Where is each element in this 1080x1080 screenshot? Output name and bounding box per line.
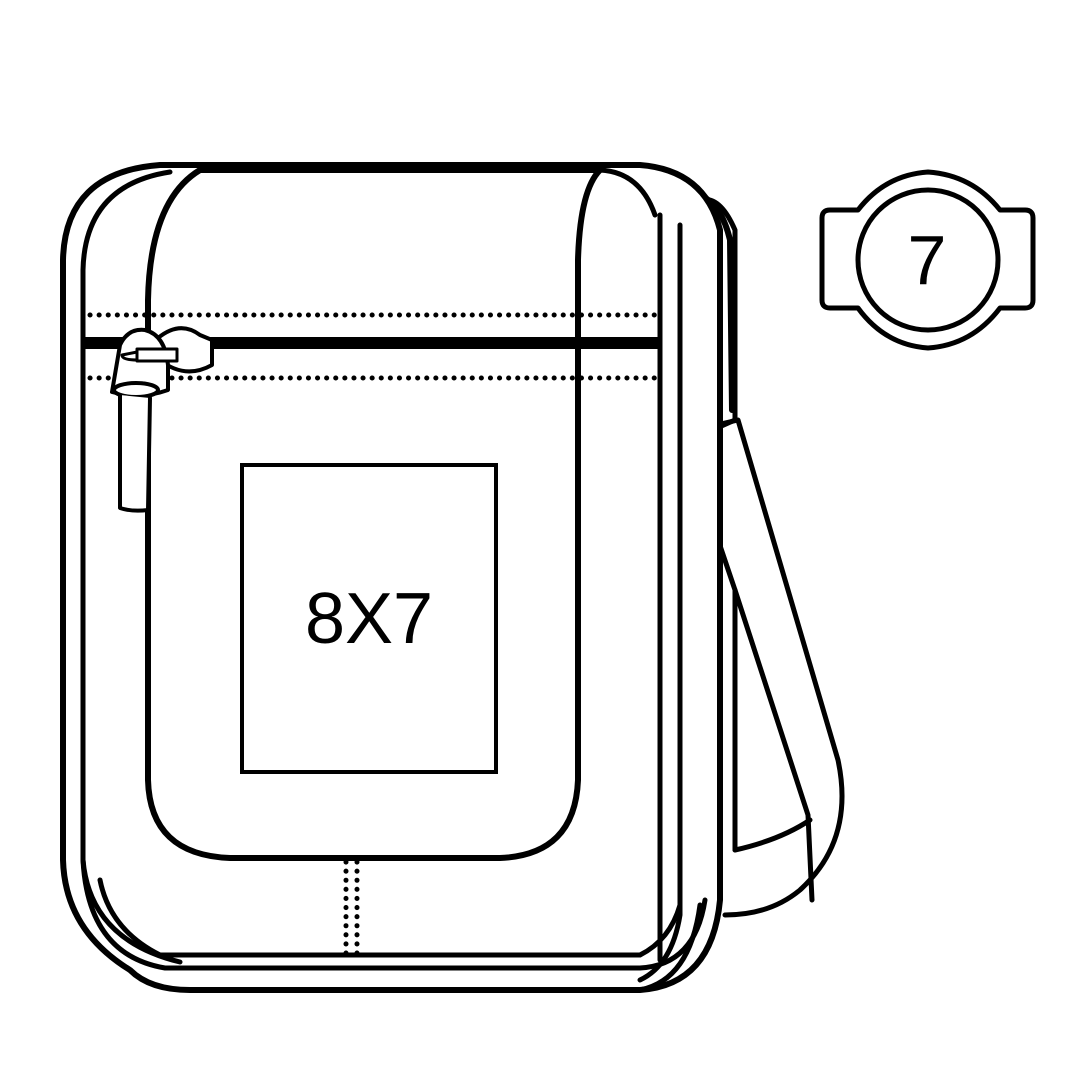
badge-icon	[819, 169, 1036, 351]
badge-number: 7	[907, 221, 947, 299]
zipper-pull-icon	[110, 326, 214, 513]
print-area-label: 8X7	[304, 579, 434, 659]
stitching	[87, 312, 658, 961]
print-area-box	[240, 463, 498, 774]
